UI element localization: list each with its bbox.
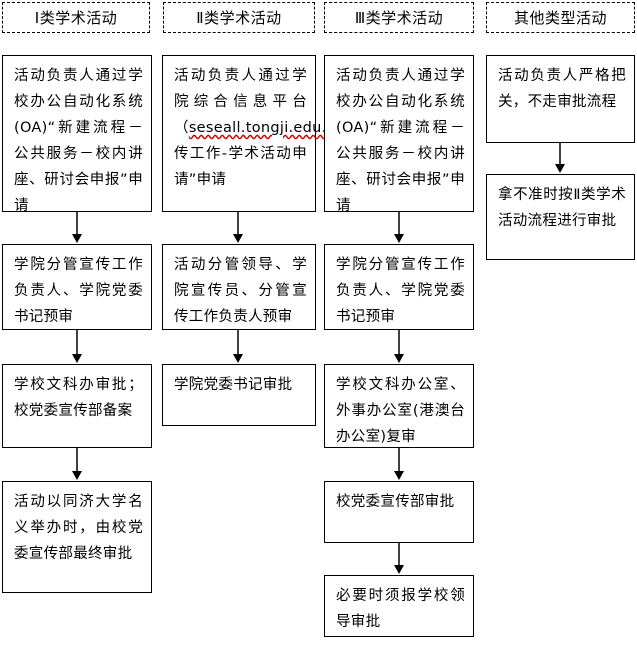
class3-step-5: 必要时须报学校领导审批 (324, 575, 474, 637)
url-text: seseall.tongji.edu.cn (188, 120, 345, 136)
class1-step-4: 活动以同济大学名义举办时，由校党委宣传部最终审批 (2, 481, 152, 593)
class2-step-1: 活动负责人通过学院综合信息平台（seseall.tongji.edu.cn）“宣… (162, 55, 381, 212)
header-class-3: Ⅲ类学术活动 (324, 2, 474, 33)
header-class-2: Ⅱ类学术活动 (163, 2, 315, 33)
class3-step-2: 学院分管宣传工作负责人、学院党委书记预审 (324, 244, 474, 330)
other-step-1: 活动负责人严格把关，不走审批流程 (486, 55, 635, 143)
header-class-1: Ⅰ类学术活动 (2, 2, 150, 33)
class1-step-2: 学院分管宣传工作负责人、学院党委书记预审 (2, 244, 152, 330)
class2-step-3: 学院党委书记审批 (162, 364, 316, 426)
other-step-2: 拿不准时按Ⅱ类学术活动流程进行审批 (486, 174, 635, 260)
class1-step-1: 活动负责人通过学校办公自动化系统(OA)“新建流程－公共服务－校内讲座、研讨会申… (2, 55, 152, 214)
class3-step-4: 校党委宣传部审批 (324, 481, 474, 543)
header-other: 其他类型活动 (486, 2, 635, 33)
class1-step-3: 学校文科办审批；校党委宣传部备案 (2, 364, 152, 448)
class2-step-2: 活动分管领导、学院宣传员、分管宣传工作负责人预审 (162, 244, 316, 330)
class3-step-3: 学校文科办公室、外事办公室(港澳台办公室)复审 (324, 364, 474, 448)
class3-step-1: 活动负责人通过学校办公自动化系统(OA)“新建流程－公共服务－校内讲座、研讨会申… (324, 55, 474, 214)
